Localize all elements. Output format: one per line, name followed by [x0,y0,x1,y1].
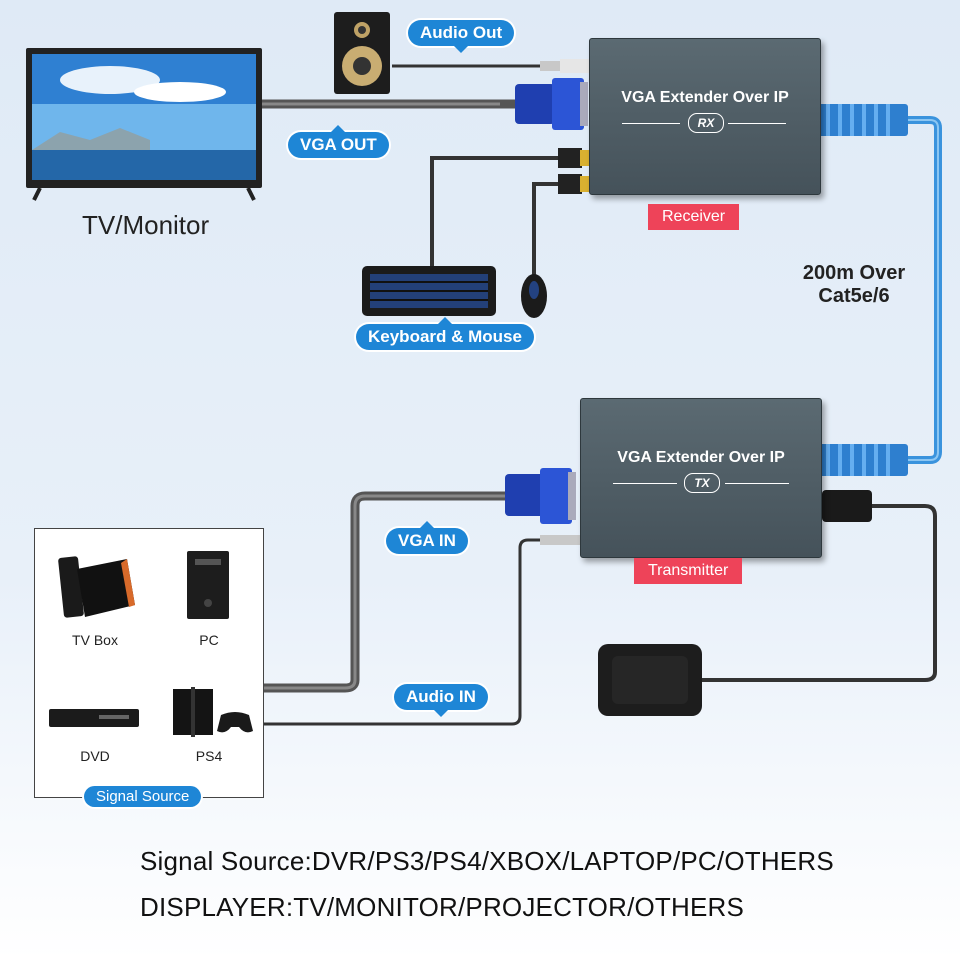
transmitter-tag: TX [684,473,720,493]
vga-connector-icon [505,468,576,524]
receiver-label: Receiver [648,204,740,230]
signal-source-panel: TV Box PC DVD PS4 [34,528,264,798]
transmitter-title: VGA Extender Over IP [617,449,785,466]
divider [613,483,677,484]
audio-out-label: Audio Out [408,20,515,53]
source-item-ps4: PS4 [195,748,223,764]
transmitter-label: Transmitter [634,558,743,584]
footer-signal-source: Signal Source:DVR/PS3/PS4/XBOX/LAPTOP/PC… [140,846,834,876]
vga-in-cable [262,491,505,693]
usb-connector-icon [558,148,590,194]
signal-source-label: Signal Source [84,786,202,807]
receiver-title: VGA Extender Over IP [621,89,789,106]
divider [725,483,789,484]
vga-in-label: VGA IN [386,521,468,554]
vga-connector-icon [515,78,588,130]
cable-length-text: 200m Over [802,262,906,284]
dvd-player-icon [49,709,139,727]
power-cable [700,504,937,682]
keyboard-cable [430,156,560,266]
mouse-icon [521,274,547,318]
mouse-cable [532,182,560,276]
source-item-pc: PC [199,632,219,648]
power-plug-icon [822,490,872,522]
ps4-console-icon [173,687,253,737]
source-item-dvd: DVD [80,748,110,764]
tv-monitor-icon [26,48,262,201]
audio-in-label: Audio IN [394,684,488,717]
source-devices-art [49,551,253,737]
cable-type-text: Cat5e/6 [818,285,890,307]
audio-jack-icon [540,59,590,73]
footer-displayer: DISPLAYER:TV/MONITOR/PROJECTOR/OTHERS [140,892,745,922]
source-item-tv-box: TV Box [72,632,118,648]
keyboard-icon [362,266,496,316]
vga-out-label: VGA OUT [288,125,389,158]
pc-tower-icon [187,551,229,619]
keyboard-mouse-label: Keyboard & Mouse [356,317,534,350]
rj45-plug-icon [818,444,908,476]
speaker-icon [334,12,390,94]
power-adapter-icon [598,644,702,716]
tv-monitor-label: TV/Monitor [82,210,210,240]
cable-spec-label: 200m Over Cat5e/6 [790,262,918,308]
tv-box-icon [58,556,135,618]
divider [622,123,680,124]
transmitter-device: VGA Extender Over IP TX [580,398,822,558]
receiver-tag: RX [688,113,724,133]
receiver-device: VGA Extender Over IP RX [589,38,821,195]
audio-in-cable [262,538,540,726]
divider [728,123,786,124]
audio-jack-icon [540,535,580,545]
rj45-plug-icon [818,104,908,136]
